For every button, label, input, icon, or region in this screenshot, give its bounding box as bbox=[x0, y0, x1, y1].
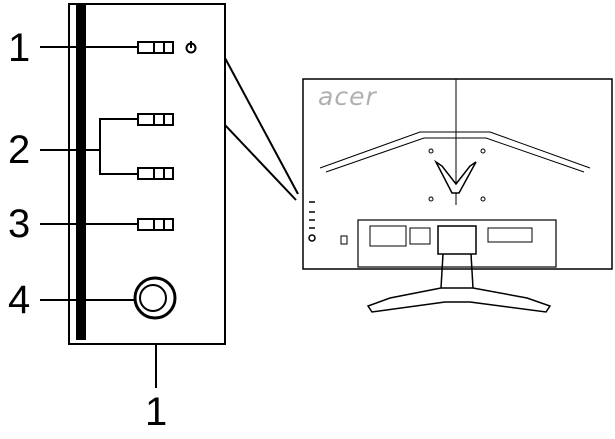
port-bay bbox=[357, 219, 557, 268]
panel-thick-bar bbox=[76, 4, 86, 340]
monitor-rear-view bbox=[302, 78, 613, 313]
button-2-top[interactable] bbox=[137, 113, 174, 126]
port-dp bbox=[409, 227, 431, 245]
joystick-icon[interactable] bbox=[133, 276, 177, 320]
screw-tl bbox=[428, 148, 434, 154]
leader-2-bracket bbox=[99, 118, 138, 175]
screw-bl bbox=[428, 196, 434, 202]
v-emblem bbox=[434, 159, 477, 194]
port-vga bbox=[487, 227, 533, 243]
side-joystick bbox=[308, 234, 316, 242]
callout-3-label: 3 bbox=[8, 202, 31, 246]
stand-neck-right bbox=[470, 253, 474, 289]
power-icon bbox=[185, 41, 197, 54]
power-jack bbox=[340, 235, 348, 245]
acer-logo: acer bbox=[318, 82, 377, 111]
callout-4-label: 4 bbox=[8, 278, 31, 322]
port-hdmi bbox=[369, 225, 407, 247]
zoom-line-bottom bbox=[224, 124, 297, 201]
callout-bottom-1-label: 1 bbox=[145, 390, 168, 434]
screw-tr bbox=[480, 148, 486, 154]
control-panel-outline bbox=[68, 3, 226, 345]
stand-neck-left bbox=[440, 253, 444, 289]
screw-br bbox=[480, 196, 486, 202]
callout-2-label: 2 bbox=[8, 128, 31, 172]
zoom-line-top bbox=[224, 57, 299, 195]
shell-contour-lower bbox=[325, 137, 585, 173]
shell-contour-upper bbox=[319, 131, 591, 169]
callout-1-label: 1 bbox=[8, 26, 31, 70]
monitor-frame bbox=[302, 78, 613, 270]
button-3[interactable] bbox=[137, 218, 174, 231]
stand-base bbox=[366, 287, 552, 313]
button-2-bottom[interactable] bbox=[137, 167, 174, 180]
button-1[interactable] bbox=[137, 41, 174, 54]
stand-neck-top bbox=[437, 225, 477, 255]
